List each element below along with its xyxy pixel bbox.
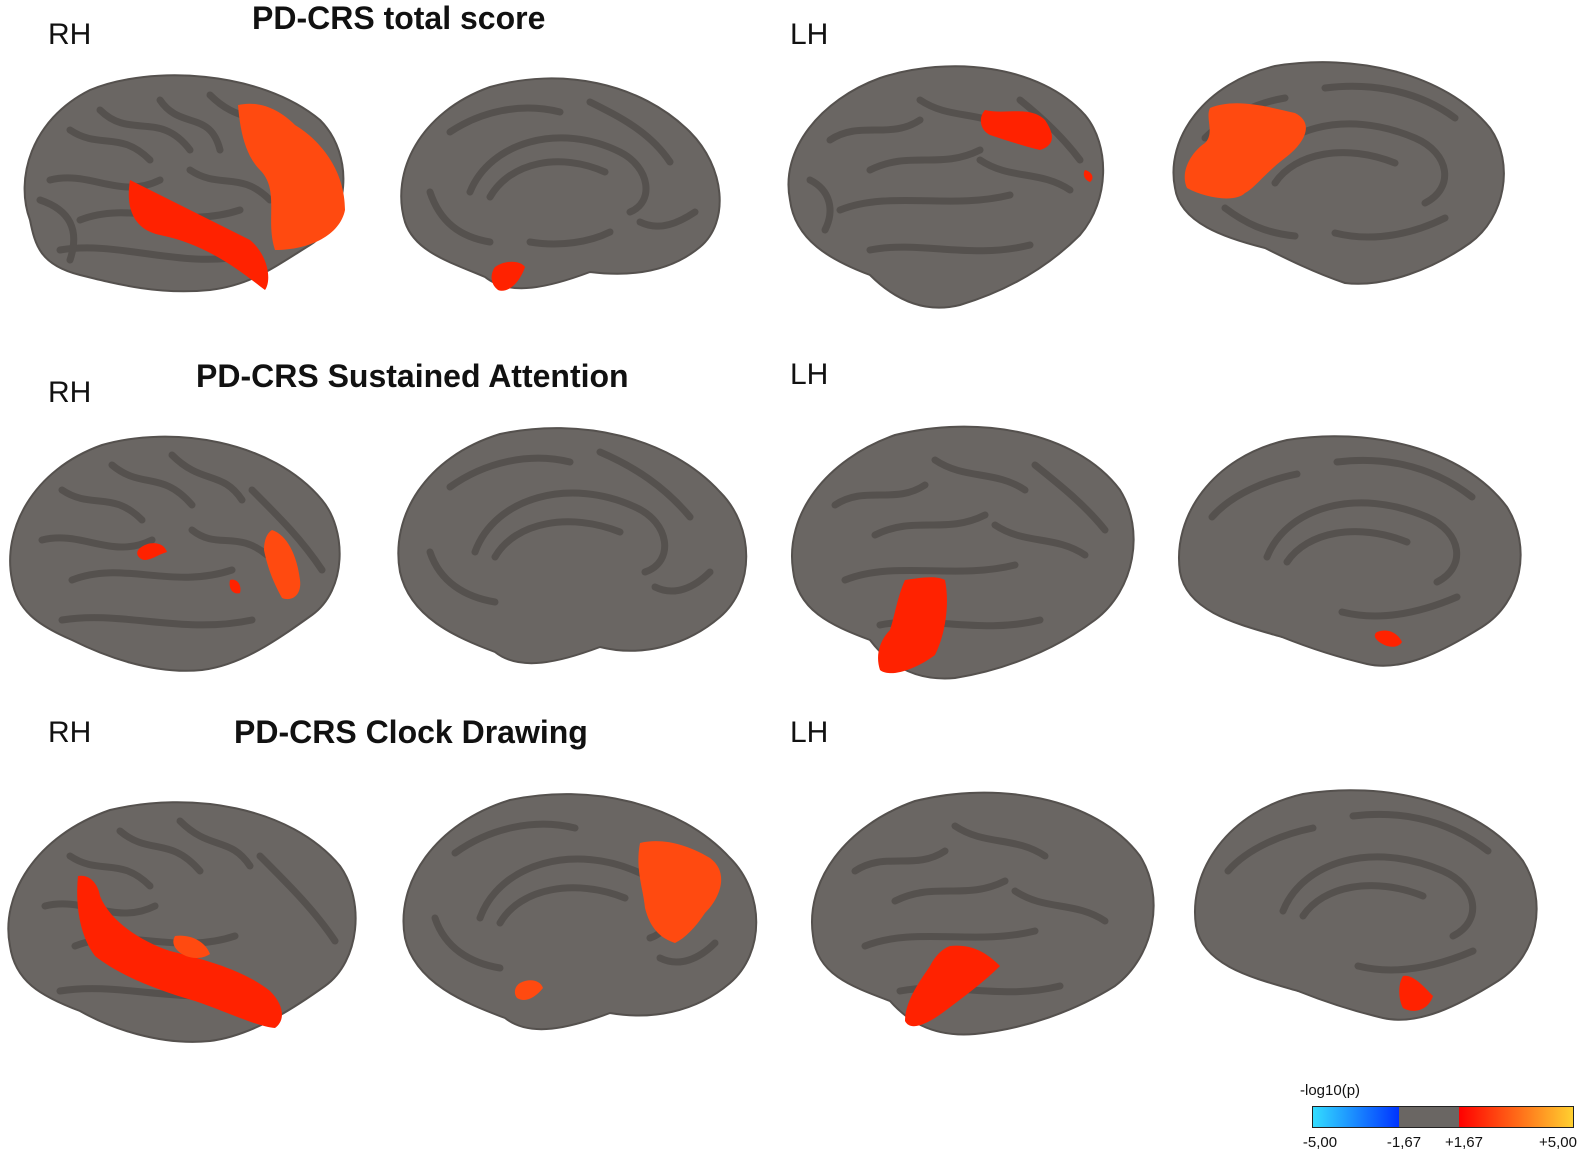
brain-lh-medial: [1165, 58, 1510, 293]
brain-rh-lateral: [10, 70, 355, 300]
brain-rh-medial: [390, 422, 755, 677]
row-title: PD-CRS total score: [252, 0, 546, 36]
brain-rh-medial: [390, 72, 730, 302]
colorbar-positive: [1459, 1107, 1573, 1127]
colorbar-negative: [1313, 1107, 1399, 1127]
legend-ticks: -5,00 -1,67 +1,67 +5,00: [1300, 1134, 1590, 1154]
row-sustained-attention: RH PD-CRS Sustained Attention LH: [0, 350, 1595, 690]
row-title: PD-CRS Clock Drawing: [234, 714, 588, 750]
row-clock-drawing: RH PD-CRS Clock Drawing LH: [0, 708, 1595, 1068]
brain-lh-lateral: [780, 60, 1115, 315]
colorbar-neutral: [1399, 1107, 1459, 1127]
colorbar: [1312, 1106, 1574, 1128]
legend-title: -log10(p): [1300, 1082, 1361, 1099]
rh-label: RH: [48, 376, 92, 409]
rh-label: RH: [48, 18, 92, 51]
tick-label: +5,00: [1539, 1134, 1577, 1151]
rh-label: RH: [48, 716, 92, 749]
brain-rh-lateral: [2, 430, 347, 675]
brain-rh-lateral: [0, 796, 365, 1046]
row-title: PD-CRS Sustained Attention: [196, 358, 629, 394]
tick-label: -1,67: [1386, 1134, 1422, 1151]
colorbar-legend: -log10(p) -5,00 -1,67 +1,67 +5,00: [1300, 1082, 1590, 1162]
tick-label: +1,67: [1445, 1134, 1483, 1151]
tick-label: -5,00: [1302, 1134, 1338, 1151]
lh-label: LH: [790, 716, 829, 749]
brain-lh-medial: [1188, 786, 1543, 1036]
brain-lh-lateral: [805, 786, 1160, 1041]
row-total-score: RH PD-CRS total score LH: [0, 0, 1595, 340]
brain-lh-medial: [1172, 432, 1532, 682]
brain-lh-lateral: [785, 420, 1140, 685]
lh-label: LH: [790, 358, 829, 391]
lh-label: LH: [790, 18, 829, 51]
brain-rh-medial: [395, 788, 765, 1043]
